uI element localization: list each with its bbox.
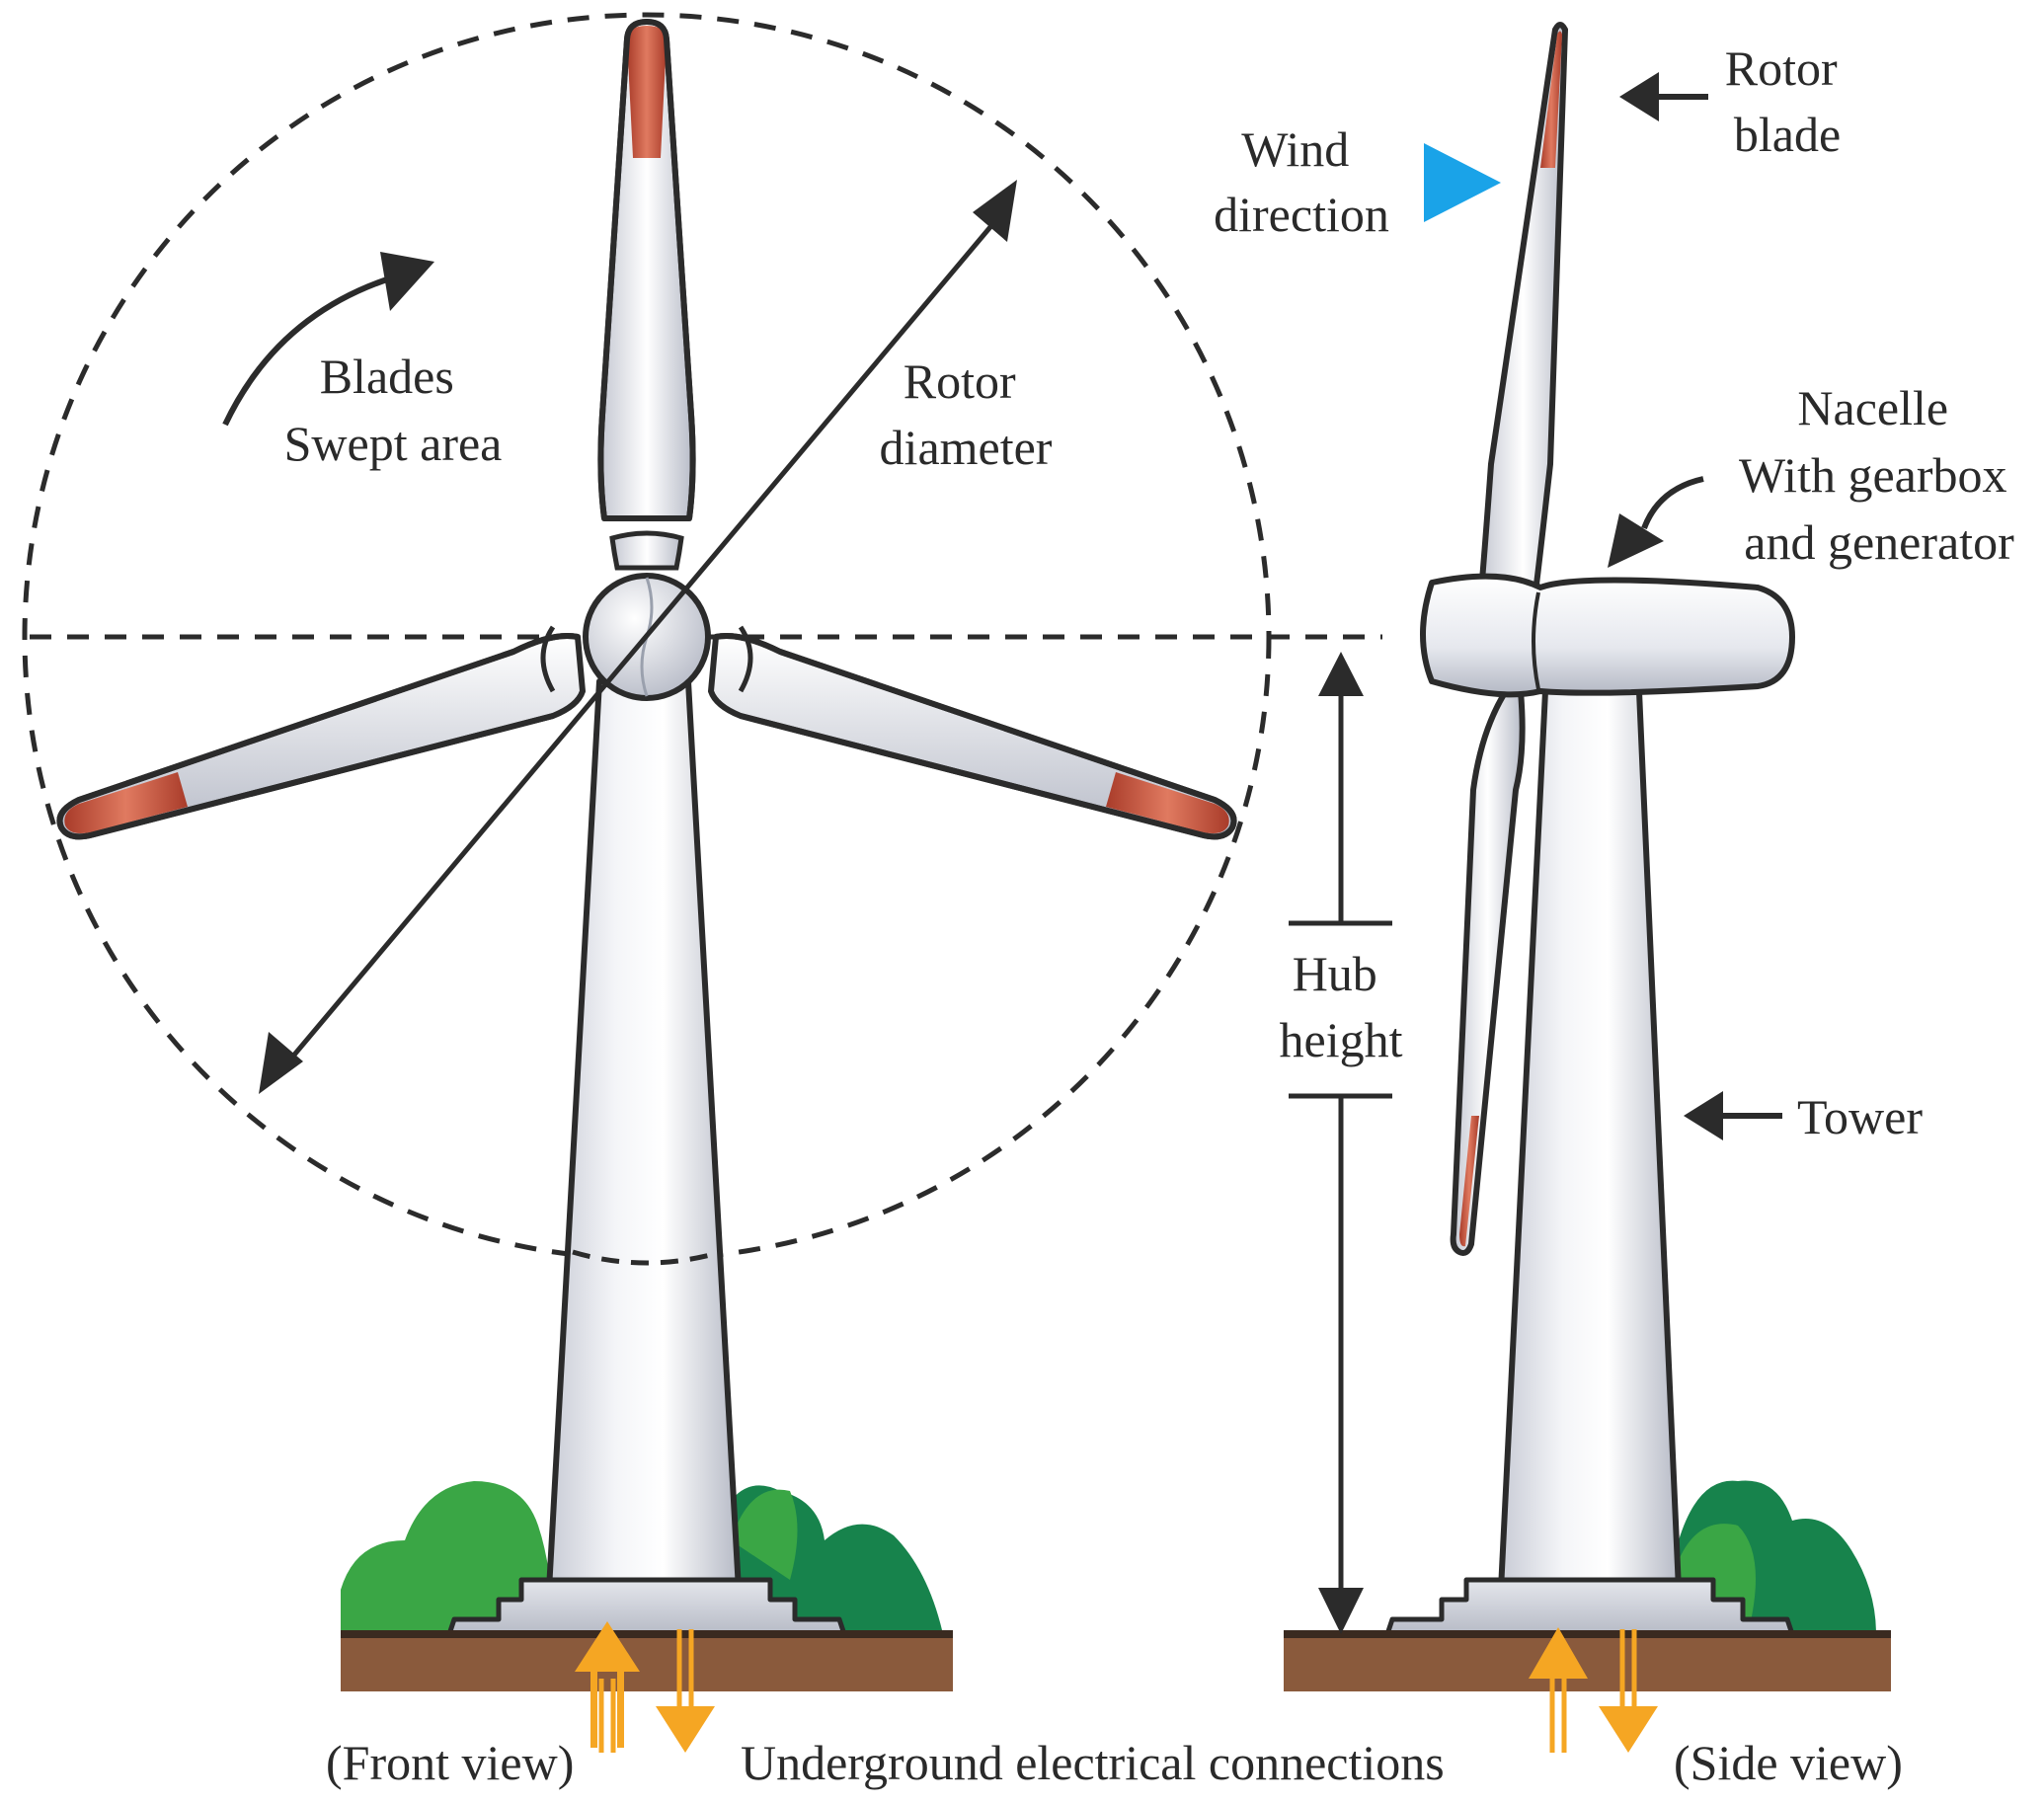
svg-text:Nacelle With gearbox a: Nacelle With gearbox and generator — [1739, 380, 2019, 570]
front-blade-right-tip — [1106, 772, 1229, 833]
label-rotor: Rotor — [904, 353, 1016, 409]
side-tower — [1498, 688, 1682, 1593]
front-ground — [341, 1634, 953, 1691]
svg-text:Hub height: Hub height — [1280, 946, 1403, 1067]
side-blade-lower — [1450, 688, 1526, 1256]
svg-text:Wind direction: Wind direction — [1214, 121, 1389, 242]
nacelle-pointer-icon — [1608, 513, 1664, 568]
side-nacelle — [1420, 573, 1795, 698]
side-base — [1384, 1577, 1795, 1637]
front-view-turbine — [22, 12, 1382, 1691]
label-nacelle-generator: and generator — [1744, 514, 2014, 570]
svg-text:Rotor diameter: Rotor diameter — [880, 353, 1053, 475]
label-nacelle: Nacelle — [1797, 380, 1948, 435]
label-side-view: (Side view) — [1674, 1735, 1903, 1790]
label-blades: Blades — [320, 349, 454, 404]
rotor-diameter-arrow — [273, 207, 1007, 1080]
side-view-turbine — [1274, 22, 1891, 1691]
front-base — [446, 1577, 847, 1637]
label-height: height — [1280, 1012, 1403, 1067]
electrical-arrows-side — [1529, 1627, 1658, 1753]
label-wind: Wind — [1241, 121, 1349, 177]
label-rotor-blade-1: Rotor — [1725, 40, 1838, 96]
label-front-view: (Front view) — [326, 1735, 574, 1790]
side-ground — [1284, 1634, 1891, 1691]
front-tower — [546, 678, 742, 1593]
label-tower: Tower — [1797, 1089, 1923, 1144]
rotor-blade-pointer-icon — [1619, 72, 1659, 121]
label-nacelle-gearbox: With gearbox — [1739, 447, 2007, 503]
label-rotor-blade-2: blade — [1734, 107, 1841, 162]
tower-pointer-icon — [1684, 1091, 1723, 1140]
electrical-arrows-front — [575, 1621, 715, 1753]
label-hub: Hub — [1293, 946, 1377, 1001]
label-direction: direction — [1214, 187, 1389, 242]
swept-area-arrow — [222, 275, 391, 427]
front-blade-left-tip — [64, 772, 188, 833]
label-swept-area: Swept area — [284, 416, 503, 471]
svg-text:Rotor blade: Rotor blade — [1725, 40, 1849, 162]
label-diameter: diameter — [880, 420, 1053, 475]
front-blade-top-tip — [627, 26, 667, 158]
trees-front — [341, 1481, 943, 1634]
label-underground: Underground electrical connections — [741, 1735, 1445, 1790]
wind-direction-icon — [1424, 143, 1501, 222]
svg-text:Blades Swept area: Blades Swept area — [284, 349, 503, 471]
